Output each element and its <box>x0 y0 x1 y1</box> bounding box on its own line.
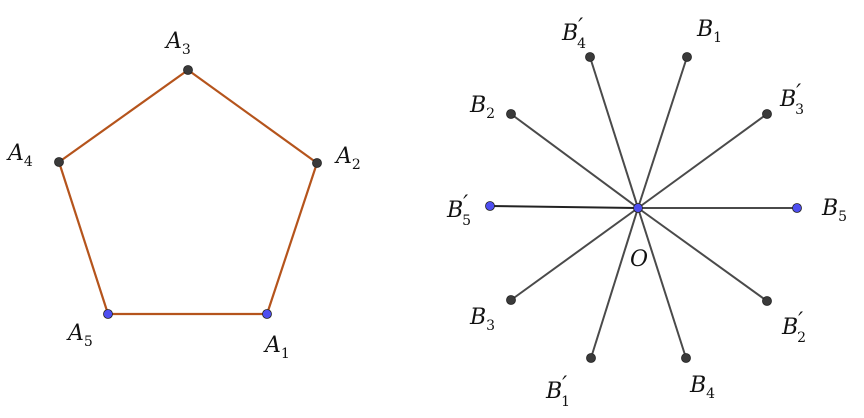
segment-o-b5p[interactable] <box>489 205 639 209</box>
label-prime: ′ <box>463 192 468 217</box>
segment-o-b2p[interactable] <box>637 207 768 302</box>
pentagon-edge-a3-a4[interactable] <box>58 69 189 163</box>
point-a3[interactable] <box>183 65 193 75</box>
label-b5: B5 <box>821 196 847 225</box>
label-letter: B <box>545 379 562 404</box>
edges-layer <box>57 56 797 359</box>
label-subscript: 1 <box>561 394 570 410</box>
label-letter: A <box>6 141 24 166</box>
label-letter: B <box>689 373 706 398</box>
label-a1: A1 <box>263 333 290 362</box>
label-prime: ′ <box>578 15 583 40</box>
label-subscript: 3 <box>795 102 804 118</box>
label-subscript: 5 <box>84 334 93 350</box>
label-letter: A <box>334 144 352 169</box>
point-b2[interactable] <box>506 109 516 119</box>
pentagon-edge-a4-a5[interactable] <box>57 161 110 315</box>
label-letter: A <box>164 29 182 54</box>
label-letter: B <box>781 315 798 340</box>
label-b4p: B′4 <box>561 15 586 52</box>
segment-o-b1[interactable] <box>637 56 688 209</box>
point-b5p[interactable] <box>485 201 495 211</box>
label-a4: A4 <box>6 141 33 170</box>
label-letter: B <box>446 198 463 223</box>
label-letter: B <box>779 87 796 112</box>
segment-o-b4[interactable] <box>637 207 687 359</box>
label-a3: A3 <box>164 29 191 58</box>
point-b5[interactable] <box>792 203 802 213</box>
label-b3p: B′3 <box>779 81 804 118</box>
label-b3: B3 <box>469 305 495 334</box>
label-letter: A <box>66 321 84 346</box>
label-subscript: 2 <box>797 330 806 346</box>
label-b1: B1 <box>696 17 722 46</box>
label-b1p: B′1 <box>545 373 570 410</box>
label-prime: ′ <box>798 309 803 334</box>
label-subscript: 5 <box>462 213 471 229</box>
label-o: O <box>630 247 648 272</box>
point-b1p[interactable] <box>586 353 596 363</box>
point-a2[interactable] <box>312 158 322 168</box>
label-letter: B <box>561 21 578 46</box>
label-b4: B4 <box>689 373 715 402</box>
point-a4[interactable] <box>54 157 64 167</box>
point-b3p[interactable] <box>762 109 772 119</box>
label-b2: B2 <box>469 93 495 122</box>
label-subscript: 1 <box>281 346 290 362</box>
segment-o-b1p[interactable] <box>590 207 639 359</box>
label-letter: O <box>630 247 648 272</box>
pentagon-edge-a2-a3[interactable] <box>187 69 318 164</box>
segment-o-b3p[interactable] <box>637 113 768 209</box>
label-subscript: 4 <box>706 386 715 402</box>
label-subscript: 2 <box>352 157 361 173</box>
point-b4p[interactable] <box>585 52 595 62</box>
pentagon-edge-a1-a2[interactable] <box>265 162 319 315</box>
label-subscript: 2 <box>486 106 495 122</box>
label-prime: ′ <box>796 81 801 106</box>
point-a1[interactable] <box>262 309 272 319</box>
label-letter: B <box>469 93 486 118</box>
label-letter: B <box>696 17 713 42</box>
point-b4[interactable] <box>681 353 691 363</box>
segment-o-b2[interactable] <box>510 113 639 209</box>
label-b2p: B′2 <box>781 309 806 346</box>
label-letter: B <box>821 196 838 221</box>
point-o[interactable] <box>633 203 643 213</box>
points-layer <box>54 52 802 363</box>
label-subscript: 4 <box>24 154 33 170</box>
point-b1[interactable] <box>682 52 692 62</box>
label-subscript: 5 <box>838 209 847 225</box>
point-b3[interactable] <box>506 295 516 305</box>
segment-o-b3[interactable] <box>510 207 639 301</box>
label-b5p: B′5 <box>446 192 471 229</box>
label-subscript: 4 <box>577 36 586 52</box>
point-b2p[interactable] <box>762 296 772 306</box>
label-letter: B <box>469 305 486 330</box>
label-subscript: 3 <box>486 318 495 334</box>
segment-o-b4p[interactable] <box>589 56 639 209</box>
label-subscript: 3 <box>182 42 191 58</box>
label-a5: A5 <box>66 321 93 350</box>
label-a2: A2 <box>334 144 361 173</box>
label-prime: ′ <box>562 373 567 398</box>
label-letter: A <box>263 333 281 358</box>
point-a5[interactable] <box>103 309 113 319</box>
label-subscript: 1 <box>713 30 722 46</box>
